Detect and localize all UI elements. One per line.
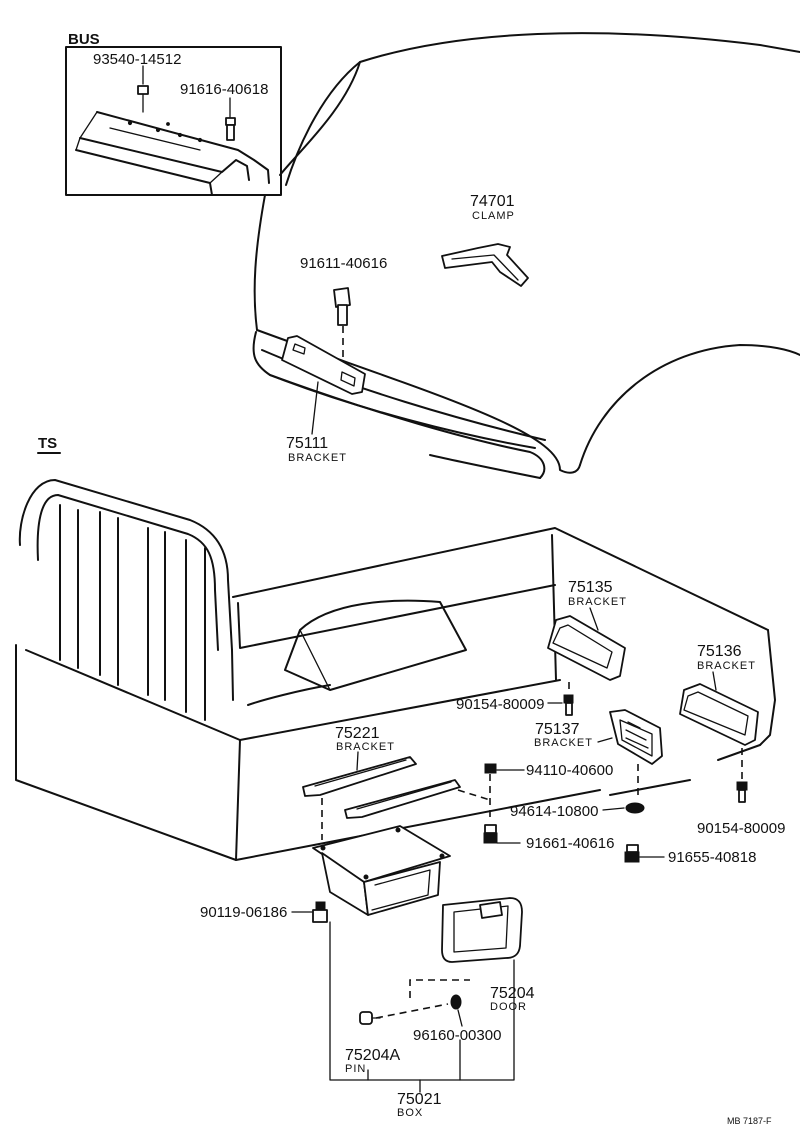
part-name-bracket-75136: BRACKET <box>697 660 756 672</box>
bracket-75111: 75111 BRACKET <box>281 335 366 464</box>
part-number-91611-40616: 91611-40616 <box>300 255 387 272</box>
pin-75204A: 75204A PIN <box>345 1011 400 1075</box>
bracket-75135: 75135 BRACKET <box>547 579 627 681</box>
part-number-75221: 75221 <box>335 725 380 742</box>
bus-inset-frame <box>65 46 282 196</box>
bolt-91611-40616: 91611-40616 <box>300 255 387 378</box>
part-number-94110-40600: 94110-40600 <box>526 762 613 779</box>
part-number-75135: 75135 <box>568 579 613 596</box>
screw-93540-14512 <box>137 65 149 113</box>
part-name-bracket-75137: BRACKET <box>534 737 593 749</box>
bolt-91661-40616: 91661-40616 <box>483 824 614 852</box>
part-name-bracket-75221: BRACKET <box>336 741 395 753</box>
clamp-74701: 74701 CLAMP <box>441 193 529 287</box>
bracket-75136: 75136 BRACKET <box>679 643 759 746</box>
part-number-90119-06186: 90119-06186 <box>200 904 287 921</box>
bus-body-outline <box>252 32 800 479</box>
part-number-94614-10800: 94614-10800 <box>510 803 598 820</box>
part-name-door: DOOR <box>490 1001 527 1013</box>
part-number-75021: 75021 <box>397 1091 442 1108</box>
washer-94614-10800: 94614-10800 <box>510 802 645 820</box>
bus-inset: BUS 93540-14512 91616-40618 <box>65 31 282 196</box>
part-name-bracket-75111: BRACKET <box>288 452 347 464</box>
part-name-clamp: CLAMP <box>472 210 515 222</box>
roof-rail-drawing <box>75 111 270 196</box>
part-name-pin: PIN <box>345 1063 366 1075</box>
screw-90154-80009-upper: 90154-80009 <box>456 682 574 716</box>
ts-label: TS <box>38 435 57 452</box>
part-number-91661-40616: 91661-40616 <box>526 835 614 852</box>
part-number-75111: 75111 <box>286 435 328 452</box>
bus-label: BUS <box>68 31 100 48</box>
bracket-75221: 75221 BRACKET <box>302 725 491 840</box>
part-number-74701: 74701 <box>470 193 515 210</box>
part-number-75204: 75204 <box>490 985 535 1002</box>
box-leader-lines: 75021 BOX <box>329 921 515 1119</box>
part-number-75136: 75136 <box>697 643 742 660</box>
pin-96160-00300: 96160-00300 <box>375 979 501 1044</box>
nut-94110-40600: 94110-40600 <box>484 762 613 822</box>
door-75204: 75204 DOOR <box>441 897 535 1013</box>
part-number-90154-80009-lower: 90154-80009 <box>697 820 785 837</box>
drawing-reference: MB 7187-F <box>727 1116 772 1126</box>
bracket-75137: 75137 BRACKET <box>534 709 663 800</box>
screw-90154-80009-lower: 90154-80009 <box>697 748 785 837</box>
part-number-90154-80009-upper: 90154-80009 <box>456 696 544 713</box>
truck-bed-drawing <box>15 479 776 861</box>
part-number-75137: 75137 <box>535 721 580 738</box>
part-number-91616-40618: 91616-40618 <box>180 81 268 98</box>
screw-91616-40618 <box>225 97 236 141</box>
bolt-91655-40818: 91655-40818 <box>624 844 756 866</box>
screw-90119-06186: 90119-06186 <box>200 901 328 923</box>
part-number-93540-14512: 93540-14512 <box>93 51 181 68</box>
box-75021 <box>312 825 451 916</box>
part-number-75204A: 75204A <box>345 1047 400 1064</box>
part-name-box: BOX <box>397 1107 423 1119</box>
part-name-bracket-75135: BRACKET <box>568 596 627 608</box>
part-number-91655-40818: 91655-40818 <box>668 849 756 866</box>
part-number-96160-00300: 96160-00300 <box>413 1027 501 1044</box>
